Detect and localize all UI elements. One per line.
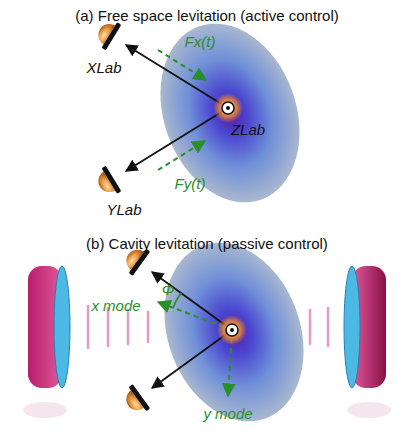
- force-arrow: [158, 50, 206, 80]
- mirror-reflection: [347, 402, 391, 418]
- trap-beam: [137, 4, 324, 222]
- mirror-surface: [344, 266, 360, 388]
- x-lab-axis: [126, 45, 228, 108]
- force-label: Fy(t): [175, 175, 206, 192]
- detector: [92, 166, 121, 200]
- angle-label: Φ: [162, 281, 175, 298]
- mirror-reflection: [23, 402, 67, 418]
- axis-label: ZLab: [231, 121, 265, 138]
- force-label: Fx(t): [185, 33, 216, 50]
- mode-label: y mode: [203, 405, 252, 422]
- panel-title: (b) Cavity levitation (passive control): [86, 235, 328, 252]
- particle: [217, 315, 247, 345]
- y-lab-axis: [126, 108, 228, 171]
- particle: [213, 93, 243, 123]
- force-arrow: [158, 141, 205, 170]
- axis-label: YLab: [106, 201, 141, 218]
- detector: [120, 384, 151, 418]
- mode-label: x mode: [91, 297, 140, 314]
- mirror-surface: [54, 266, 70, 388]
- axis-label: XLab: [86, 59, 121, 76]
- panel-title: (a) Free space levitation (active contro…: [75, 7, 338, 24]
- trap-beam: [141, 223, 328, 441]
